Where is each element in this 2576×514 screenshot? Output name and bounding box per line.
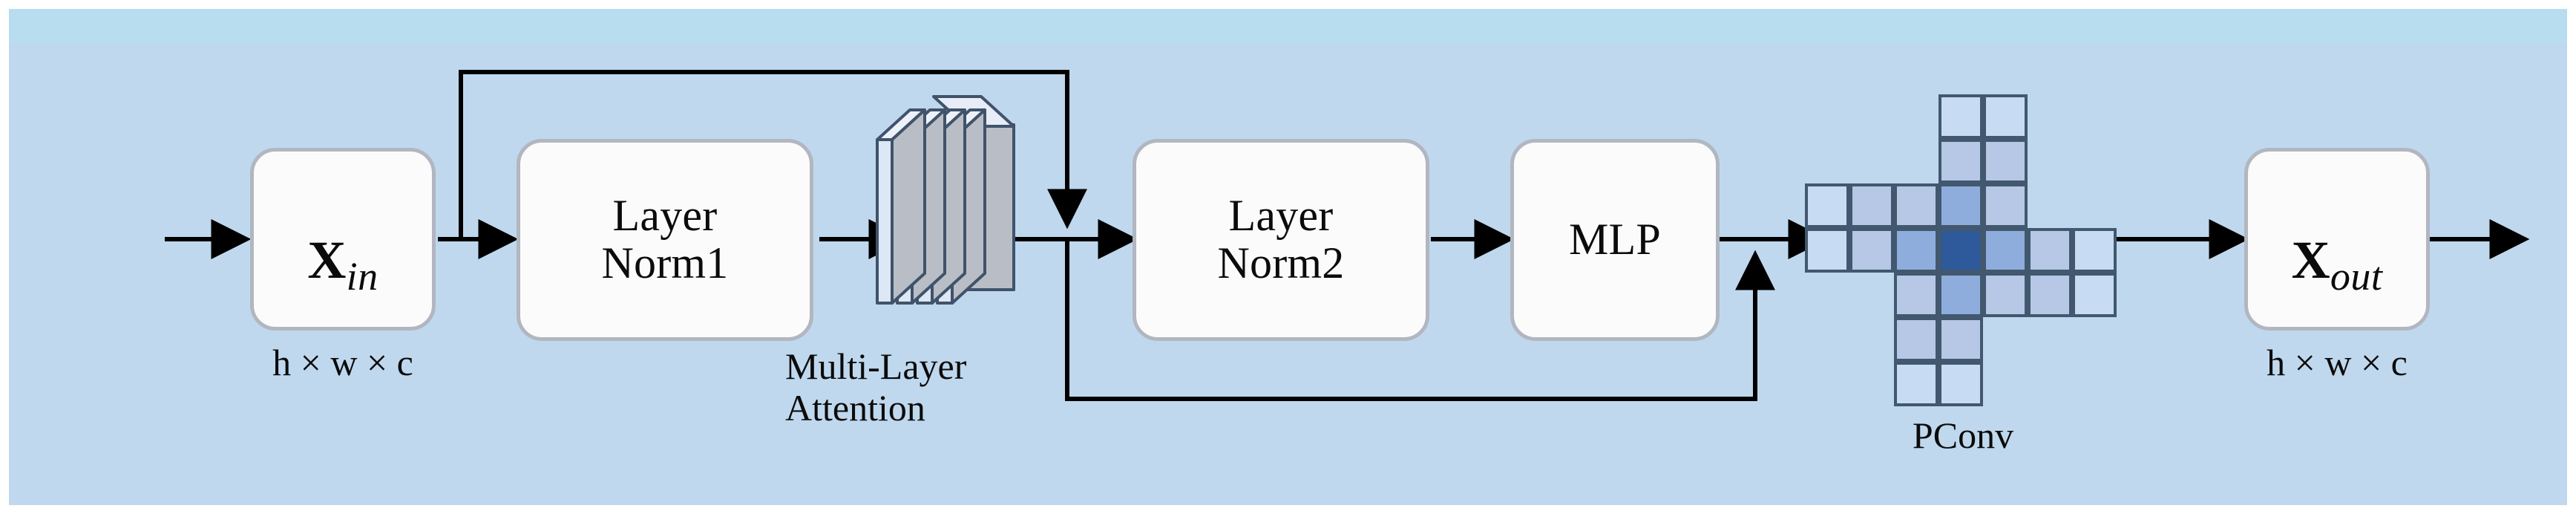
pconv-cell-r6-c3 [1938,362,1983,406]
node-layer-norm-2[interactable]: Layer Norm2 [1133,139,1429,341]
pconv-cell-r4-c2 [1894,273,1938,317]
pconv-cell-r2-c4 [1983,183,2028,228]
panel-top-band [9,9,2567,45]
pconv-cell-r3-c5 [2028,228,2072,273]
pconv-cell-r2-c3 [1938,183,1983,228]
pconv-cell-r6-c2 [1894,362,1938,406]
pconv-cell-r3-c0 [1805,228,1849,273]
pconv-cell-r3-c4 [1983,228,2028,273]
caption-x-out-shape: h × w × c [2267,342,2408,383]
node-x-in[interactable]: Xin [250,148,436,331]
multi-layer-attention-stack [876,95,1015,305]
node-layer-norm-2-label: Layer Norm2 [1217,191,1345,287]
pconv-cell-r0-c4 [1983,94,2028,139]
node-mlp-label: MLP [1569,215,1661,264]
node-x-out-label: Xout [2292,180,2383,298]
pconv-cell-r1-c3 [1938,139,1983,183]
pconv-cell-r4-c3 [1938,273,1983,317]
pconv-cell-r3-c2 [1894,228,1938,273]
pconv-cell-r2-c0 [1805,183,1849,228]
caption-x-in-shape: h × w × c [272,342,413,383]
pconv-cell-r4-c6 [2072,273,2117,317]
pconv-cell-r4-c5 [2028,273,2072,317]
x-in-subscript: in [346,254,378,299]
caption-pconv: PConv [1912,414,2014,456]
residual-skip-top [459,70,1087,239]
pconv-grid [1805,94,2120,410]
pconv-cell-r3-c6 [2072,228,2117,273]
pconv-cell-r5-c2 [1894,317,1938,362]
attention-slab-1 [876,108,926,305]
node-x-out[interactable]: Xout [2244,148,2430,331]
pconv-cell-r3-c1 [1849,228,1894,273]
pconv-cell-r2-c1 [1849,183,1894,228]
residual-skip-bottom [1065,239,1775,401]
node-layer-norm-1[interactable]: Layer Norm1 [517,139,813,341]
pconv-cell-r2-c2 [1894,183,1938,228]
pconv-cell-r4-c4 [1983,273,2028,317]
node-mlp[interactable]: MLP [1510,139,1720,341]
pconv-cell-r3-c3 [1938,228,1983,273]
pconv-cell-r0-c3 [1938,94,1983,139]
caption-multi-layer-attention: Multi-Layer Attention [785,345,967,429]
pconv-cell-r5-c3 [1938,317,1983,362]
pconv-cell-r1-c4 [1983,139,2028,183]
x-out-subscript: out [2330,254,2383,299]
x-in-symbol: X [307,230,347,290]
node-x-in-label: Xin [307,180,378,298]
node-layer-norm-1-label: Layer Norm1 [601,191,729,287]
x-out-symbol: X [2291,230,2330,290]
